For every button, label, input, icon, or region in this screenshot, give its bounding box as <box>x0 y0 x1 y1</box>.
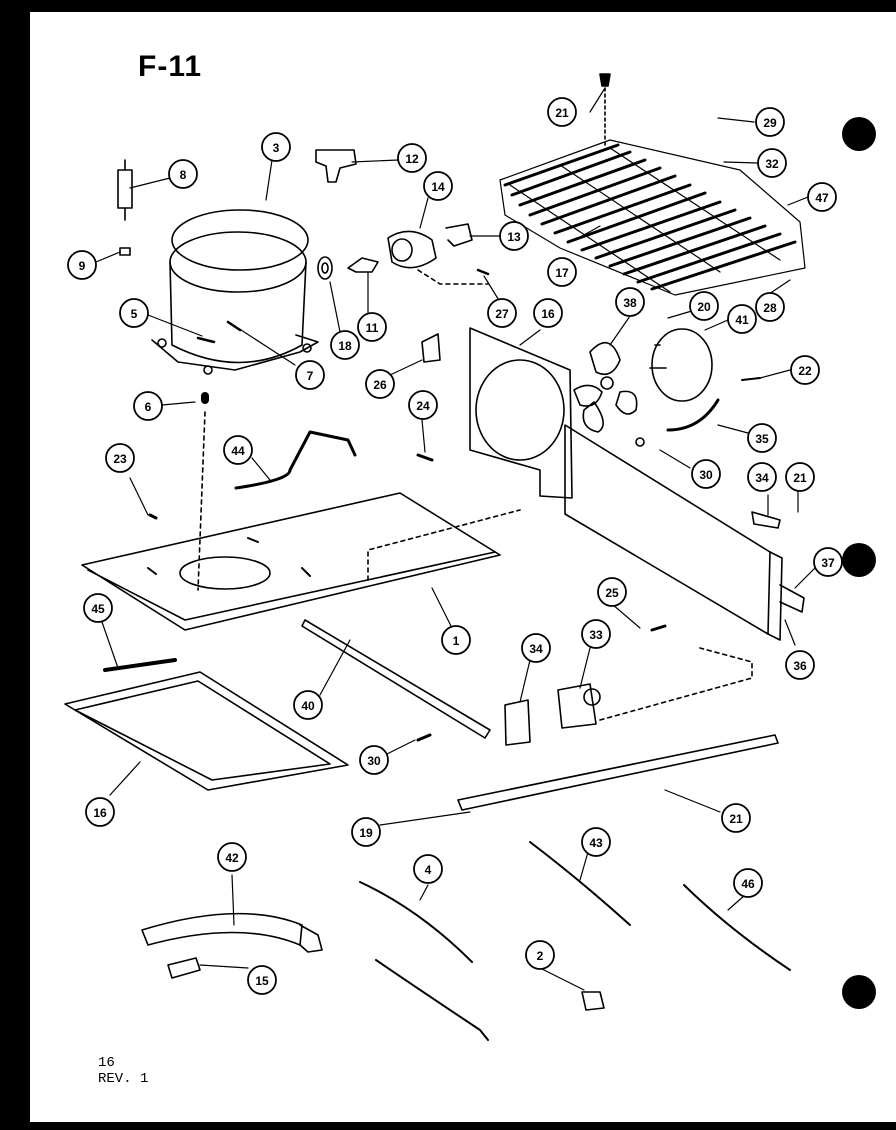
callout-number: 30 <box>367 754 381 768</box>
revision-label: REV. 1 <box>98 1071 149 1087</box>
page-number: 16 <box>98 1055 115 1071</box>
callout-number: 29 <box>763 116 777 130</box>
callout-number: 6 <box>145 400 152 414</box>
callout-number: 4 <box>425 863 432 877</box>
callout-number: 3 <box>273 141 280 155</box>
compressor <box>151 209 319 375</box>
callout-number: 45 <box>91 602 105 616</box>
callout-number: 36 <box>793 659 807 673</box>
fan-assembly <box>416 327 761 499</box>
callout-number: 35 <box>755 432 769 446</box>
callout-number: 33 <box>589 628 603 642</box>
vertical-panel <box>564 424 805 641</box>
callout-number: 16 <box>93 806 107 820</box>
leader-lines <box>95 87 816 991</box>
callout-number: 20 <box>697 300 711 314</box>
callout-number: 2 <box>537 949 544 963</box>
callout-number: 22 <box>798 364 812 378</box>
callout-number: 47 <box>815 191 829 205</box>
callout-number: 13 <box>507 230 521 244</box>
callout-number: 17 <box>555 266 569 280</box>
loose-parts-bottom <box>141 841 791 1041</box>
callout-number: 43 <box>589 836 603 850</box>
callout-number: 40 <box>301 699 315 713</box>
figure-title: F-11 <box>138 50 203 83</box>
base-tray <box>81 392 521 631</box>
callout-number: 42 <box>225 851 239 865</box>
drawing-sheet <box>30 12 896 1122</box>
binder-hole-middle <box>842 543 876 577</box>
callout-number: 26 <box>373 378 387 392</box>
callout-number: 16 <box>541 307 555 321</box>
callout-number: 28 <box>763 301 777 315</box>
callout-number: 9 <box>79 259 86 273</box>
callout-number: 5 <box>131 307 138 321</box>
callout-number: 18 <box>338 339 352 353</box>
callout-number: 21 <box>729 812 743 826</box>
callout-number: 30 <box>699 468 713 482</box>
callout-number: 24 <box>416 399 430 413</box>
page-footer: 16 REV. 1 <box>98 1055 148 1087</box>
drain-pan <box>64 658 349 791</box>
condenser-coil <box>499 73 806 296</box>
callout-number: 27 <box>495 307 509 321</box>
callout-number: 11 <box>366 321 379 335</box>
callout-number: 12 <box>405 152 419 166</box>
small-parts-top <box>117 149 490 285</box>
callout-number: 46 <box>741 877 755 891</box>
callout-number: 8 <box>180 168 187 182</box>
callout-number: 14 <box>431 180 445 194</box>
rails-and-brackets <box>301 619 779 811</box>
callout-number: 38 <box>623 296 637 310</box>
callout-number: 19 <box>359 826 373 840</box>
binder-hole-bottom <box>842 975 876 1009</box>
callout-number: 15 <box>255 974 269 988</box>
callout-number: 21 <box>793 471 807 485</box>
callout-number: 23 <box>113 452 127 466</box>
callout-number: 34 <box>755 471 769 485</box>
callout-number: 32 <box>765 157 779 171</box>
callout-circles <box>67 97 843 995</box>
callout-number: 37 <box>821 556 835 570</box>
callout-number: 25 <box>605 586 619 600</box>
callout-number: 41 <box>735 313 749 327</box>
callout-number: 44 <box>231 444 245 458</box>
callout-number: 34 <box>529 642 543 656</box>
callout-number: 7 <box>307 369 314 383</box>
callout-number: 1 <box>453 634 460 648</box>
callout-number: 21 <box>555 106 569 120</box>
binder-hole-top <box>842 117 876 151</box>
